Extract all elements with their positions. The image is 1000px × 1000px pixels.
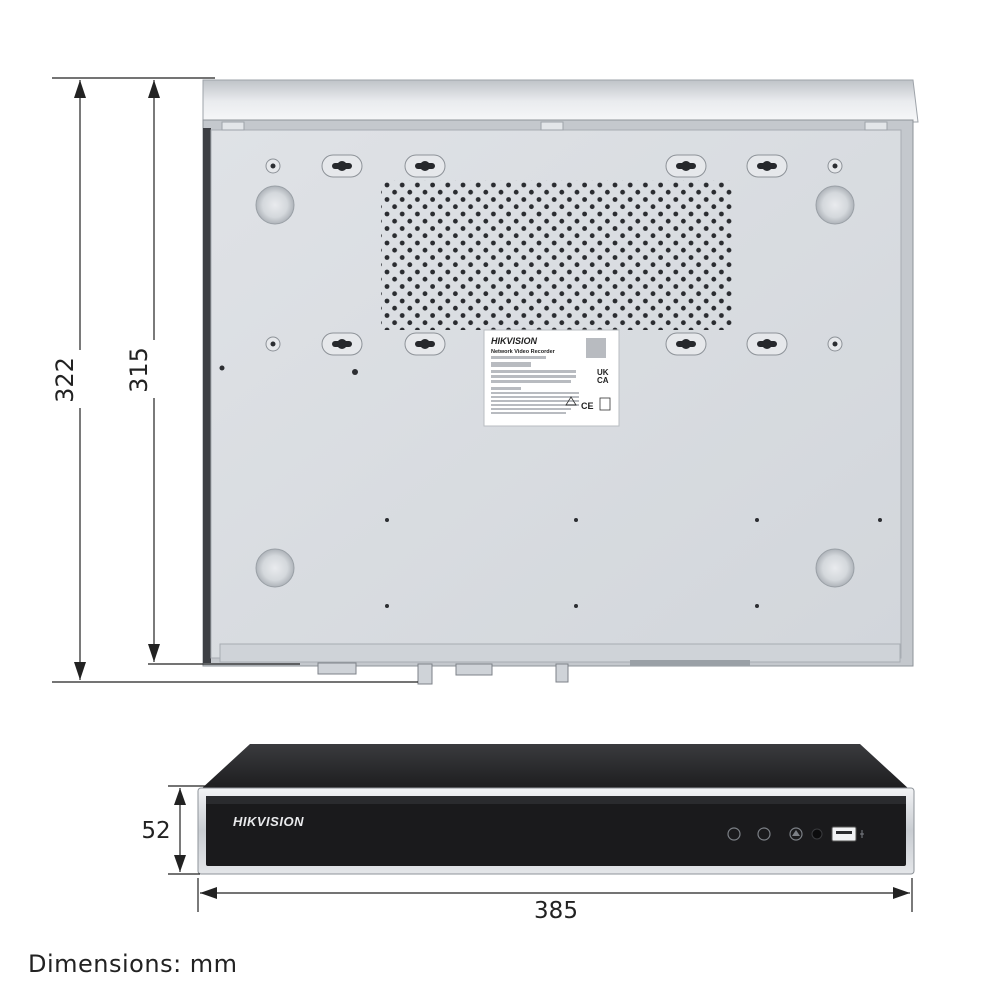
network-indicator-icon [789,827,803,841]
front-dimensions [168,785,913,912]
hdd-indicator-icon [757,827,771,841]
clip [864,121,888,131]
vent-grid [381,180,733,330]
front-lip [202,79,919,123]
keyhole-mounts [321,154,788,356]
dim-width: 385 [534,898,578,924]
rear-connectors [317,660,750,685]
label-product: Network Video Recorder [491,349,556,355]
product-label: HIKVISION Network Video Recorder UK CA C… [483,329,620,427]
dark-side-strip [203,128,211,663]
status-led [811,828,823,840]
bottom-view: HIKVISION Network Video Recorder UK CA C… [202,79,919,685]
rubber-foot [255,185,295,225]
label-brand: HIKVISION [491,336,538,346]
rubber-foot [255,548,295,588]
label-mark-ca: CA [597,376,609,385]
front-brand-logo: HIKVISION [233,814,304,829]
power-indicator-icon [727,827,741,841]
usb-port-icon [831,826,864,842]
label-mark-ce: CE [581,401,594,411]
dim-depth-outer: 322 [51,357,79,403]
front-view: HIKVISION [197,744,915,875]
clip [540,121,564,131]
dim-height: 52 [141,818,170,844]
dim-depth-inner: 315 [125,347,153,393]
label-mark-uk: UK [597,368,609,377]
rubber-foot [815,185,855,225]
units-caption: Dimensions: mm [28,950,238,978]
rear-edge [219,643,901,663]
clip [221,121,245,131]
front-top-face [200,744,910,790]
screws [265,158,843,352]
front-panel [206,796,906,866]
rubber-foot [815,548,855,588]
